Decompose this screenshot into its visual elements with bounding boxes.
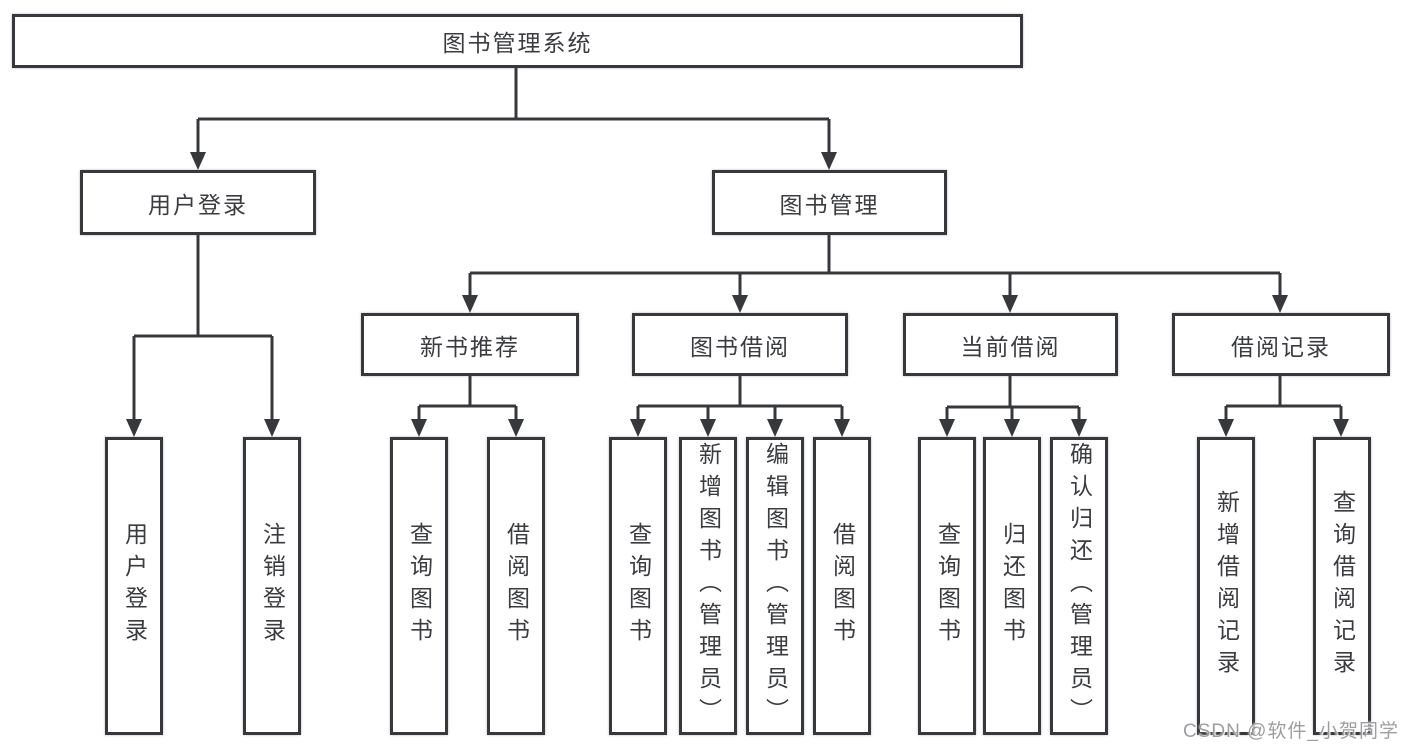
leaf-cb-query-books: 查询图书	[918, 437, 976, 735]
node-label: 当前借阅	[960, 333, 1061, 360]
leaf-user-login: 用户登录	[105, 437, 163, 735]
leaf-bb-edit-books-admin: 编辑图书（管理员）	[746, 437, 804, 735]
leaf-rec-borrow-books: 借阅图书	[487, 437, 545, 735]
connector-user-login	[132, 233, 274, 421]
node-label: 借阅记录	[1231, 333, 1331, 360]
leaf-bb-borrow-books: 借阅图书	[813, 437, 871, 735]
connector-borrow-records	[1224, 376, 1343, 421]
connector-book-borrow	[636, 376, 844, 421]
leaf-logout-login: 注销登录	[243, 437, 301, 735]
leaf-label: 新增借阅记录	[1213, 490, 1240, 682]
node-book-management: 图书管理	[712, 170, 947, 235]
node-label: 图书借阅	[690, 333, 790, 360]
leaf-bb-add-books-admin: 新增图书（管理员）	[679, 437, 737, 735]
leaf-label: 注销登录	[259, 522, 286, 650]
leaf-label: 编辑图书（管理员）	[762, 442, 789, 730]
leaf-label: 确认归还（管理员）	[1066, 442, 1093, 730]
leaf-rec-query-books: 查询图书	[390, 437, 448, 735]
node-new-book-recommend: 新书推荐	[361, 313, 579, 376]
connector-book-management	[468, 233, 1282, 297]
node-label: 新书推荐	[420, 333, 520, 360]
node-book-borrow: 图书借阅	[632, 313, 848, 376]
connector-new-book-recommend	[417, 376, 518, 421]
node-user-login: 用户登录	[80, 170, 316, 235]
node-current-borrow: 当前借阅	[903, 313, 1118, 376]
leaf-label: 查询图书	[625, 522, 652, 650]
node-label: 图书管理	[779, 191, 880, 218]
leaf-cb-return-books: 归还图书	[983, 437, 1041, 735]
leaf-br-query-record: 查询借阅记录	[1313, 437, 1371, 735]
leaf-label: 查询借阅记录	[1329, 490, 1356, 682]
leaf-bb-query-books: 查询图书	[609, 437, 667, 735]
leaf-label: 归还图书	[999, 522, 1026, 650]
leaf-label: 借阅图书	[829, 522, 856, 650]
node-borrow-records: 借阅记录	[1172, 313, 1390, 376]
leaf-label: 新增图书（管理员）	[695, 442, 722, 730]
node-label: 用户登录	[148, 191, 248, 218]
leaf-cb-confirm-return-admin: 确认归还（管理员）	[1050, 437, 1108, 735]
leaf-label: 查询图书	[934, 522, 961, 650]
leaf-label: 查询图书	[406, 522, 433, 650]
node-root-system: 图书管理系统	[12, 14, 1023, 68]
leaf-br-add-record: 新增借阅记录	[1197, 437, 1255, 735]
connector-root	[196, 68, 831, 154]
connector-current-borrow	[945, 376, 1081, 421]
leaf-label: 借阅图书	[503, 522, 530, 650]
node-label: 图书管理系统	[442, 30, 593, 56]
leaf-label: 用户登录	[121, 522, 148, 650]
csdn-watermark: CSDN @软件_小贺同学	[1183, 721, 1399, 742]
